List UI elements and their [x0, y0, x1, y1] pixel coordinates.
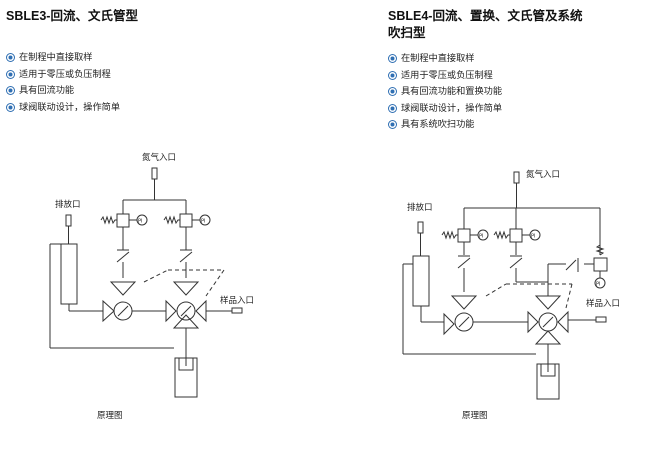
list-item: 具有回流功能和置换功能	[389, 85, 502, 102]
list-item: 具有回流功能	[7, 84, 120, 101]
bullet-icon	[7, 54, 14, 61]
ball-valve-2-top	[534, 295, 562, 310]
left-feature-list: 在制程中直接取样 适用于零压或负压制程 具有回流功能 球阀联动设计，操作简单	[7, 51, 120, 117]
spring-3	[595, 244, 605, 256]
ball-valve-1-top	[450, 295, 478, 310]
drain-outlet-fitting	[417, 221, 424, 234]
gauge-label: PI	[479, 234, 484, 240]
regulator-1	[116, 213, 130, 228]
bullet-icon	[7, 103, 14, 111]
spring-1	[100, 215, 117, 225]
pressure-gauge-3	[594, 277, 606, 289]
nitrogen-inlet-label: 氮气入口	[142, 152, 176, 163]
ball-valve-2	[538, 312, 558, 332]
bullet-icon	[389, 121, 396, 128]
gauge-label: PI	[531, 234, 536, 240]
drain-outlet-fitting	[65, 214, 72, 227]
gauge-label: PI	[201, 219, 206, 225]
nitrogen-inlet-label: 氮气入口	[526, 169, 560, 180]
ball-valve-1-top	[109, 281, 137, 296]
list-item: 适用于零压或负压制程	[389, 69, 502, 86]
pressure-gauge-2	[529, 229, 541, 241]
regulator-2	[509, 228, 523, 243]
left-title: SBLE3-回流、文氏管型	[6, 9, 138, 23]
gauge-label: PI	[596, 282, 601, 288]
regulator-2	[179, 213, 193, 228]
nitrogen-inlet-fitting	[513, 171, 520, 184]
list-item: 在制程中直接取样	[7, 51, 120, 68]
right-title-line-1: SBLE4-回流、置换、文氏管及系统	[388, 9, 583, 23]
spring-2	[163, 215, 180, 225]
list-item: 球阀联动设计，操作简单	[389, 102, 502, 119]
list-item: 适用于零压或负压制程	[7, 68, 120, 85]
regulator-3	[593, 257, 608, 272]
waste-cylinder	[412, 255, 430, 307]
bullet-icon	[389, 88, 396, 95]
pressure-gauge-2	[199, 214, 211, 226]
nitrogen-inlet-fitting	[151, 167, 158, 180]
bullet-icon	[389, 71, 396, 79]
right-feature-list: 在制程中直接取样 适用于零压或负压制程 具有回流功能和置换功能 球阀联动设计，操…	[389, 52, 502, 135]
left-caption: 原理图	[97, 411, 123, 421]
ball-valve-2	[176, 301, 196, 321]
linkage-dashed	[143, 269, 169, 283]
waste-cylinder	[60, 243, 78, 305]
sample-inlet-fitting	[595, 316, 607, 323]
regulator-1	[457, 228, 471, 243]
ball-valve-2-top	[172, 281, 200, 296]
ball-valve-1	[113, 301, 133, 321]
bullet-icon	[7, 87, 14, 94]
sample-inlet-fitting	[231, 307, 243, 314]
right-caption: 原理图	[462, 411, 488, 421]
pressure-gauge-1	[477, 229, 489, 241]
pressure-gauge-1	[136, 214, 148, 226]
spring-1	[441, 230, 458, 240]
bullet-icon	[7, 70, 14, 78]
bullet-icon	[389, 104, 396, 112]
drain-outlet-label: 排放口	[407, 202, 433, 213]
bullet-icon	[389, 55, 396, 62]
right-title-line-2: 吹扫型	[388, 26, 426, 40]
sample-inlet-label: 样品入口	[220, 295, 254, 306]
sample-bottle	[536, 363, 560, 400]
gauge-label: PI	[138, 219, 143, 225]
list-item: 具有系统吹扫功能	[389, 118, 502, 135]
list-item: 球阀联动设计，操作简单	[7, 101, 120, 118]
list-item: 在制程中直接取样	[389, 52, 502, 69]
linkage-dashed	[485, 283, 507, 297]
ball-valve-1	[454, 312, 474, 332]
sample-bottle	[174, 357, 198, 398]
drain-outlet-label: 排放口	[55, 199, 81, 210]
sample-inlet-label: 样品入口	[586, 298, 620, 309]
spring-2	[493, 230, 510, 240]
